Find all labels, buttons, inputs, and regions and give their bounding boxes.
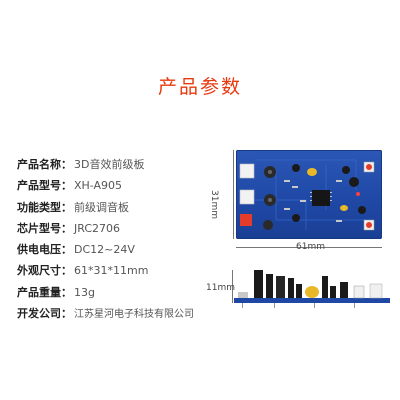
spec-value: 13g bbox=[74, 285, 95, 299]
spec-row-weight: 产品重量：13g bbox=[17, 282, 194, 303]
spec-row-function: 功能类型：前级调音板 bbox=[17, 197, 194, 218]
spec-value: 61*31*11mm bbox=[74, 264, 149, 278]
spec-label: 供电电压： bbox=[17, 243, 72, 257]
spec-label: 产品型号： bbox=[17, 179, 72, 193]
thickness-dimension-label: 11mm bbox=[206, 283, 235, 293]
spec-label: 芯片型号： bbox=[17, 221, 72, 235]
pcb-side-illustration bbox=[234, 270, 390, 308]
width-dimension-label: 61mm bbox=[296, 242, 325, 252]
height-dimension-label: 31mm bbox=[209, 190, 219, 219]
width-dimension-line bbox=[236, 247, 382, 248]
spec-value: XH-A905 bbox=[74, 179, 123, 193]
height-dimension-line bbox=[233, 150, 234, 239]
page-title: 产品参数 bbox=[157, 76, 242, 98]
spec-label: 外观尺寸： bbox=[17, 264, 72, 278]
spec-label: 产品重量： bbox=[17, 285, 72, 299]
spec-row-model: 产品型号：XH-A905 bbox=[17, 175, 194, 196]
spec-value: 3D音效前级板 bbox=[74, 158, 145, 171]
spec-value: 前级调音板 bbox=[74, 200, 129, 214]
spec-list: 产品名称：3D音效前级板 产品型号：XH-A905 功能类型：前级调音板 芯片型… bbox=[17, 154, 194, 324]
pcb-top-view bbox=[236, 150, 382, 239]
spec-value: 江苏星河电子科技有限公司 bbox=[74, 309, 194, 321]
spec-label: 开发公司： bbox=[17, 307, 72, 321]
pcb-top-illustration bbox=[239, 159, 375, 231]
pcb-side-view bbox=[234, 264, 390, 310]
spec-label: 产品名称： bbox=[17, 158, 72, 171]
spec-value: JRC2706 bbox=[74, 221, 121, 235]
spec-row-size: 外观尺寸：61*31*11mm bbox=[17, 260, 194, 281]
spec-row-company: 开发公司：江苏星河电子科技有限公司 bbox=[17, 303, 194, 324]
spec-value: DC12~24V bbox=[74, 243, 135, 257]
spec-label: 功能类型： bbox=[17, 200, 72, 214]
spec-row-name: 产品名称：3D音效前级板 bbox=[17, 154, 194, 175]
spec-row-voltage: 供电电压：DC12~24V bbox=[17, 239, 194, 260]
spec-row-chip: 芯片型号：JRC2706 bbox=[17, 218, 194, 239]
thickness-dimension-line bbox=[232, 270, 233, 303]
